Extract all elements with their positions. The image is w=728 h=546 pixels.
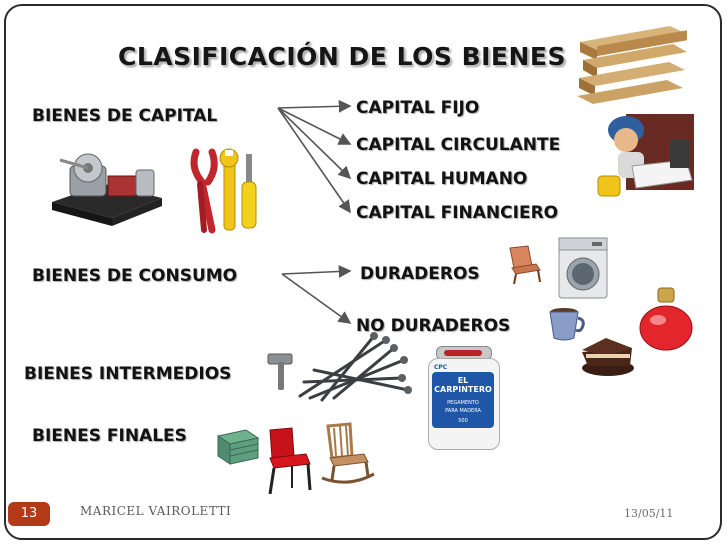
slide-frame bbox=[4, 4, 722, 540]
subtype-capital-financiero: CAPITAL FINANCIERO bbox=[356, 203, 559, 223]
arrow-capital-fijo bbox=[277, 99, 352, 113]
glue-weight: 500 bbox=[458, 418, 468, 424]
arrow-duraderos bbox=[281, 265, 352, 278]
perfume-icon bbox=[639, 287, 693, 351]
chair-icon bbox=[509, 245, 541, 285]
category-bienes-intermedios: BIENES INTERMEDIOS bbox=[24, 364, 232, 384]
category-bienes-finales: BIENES FINALES bbox=[32, 426, 187, 446]
hammer-icon bbox=[267, 353, 293, 390]
subtype-capital-fijo: CAPITAL FIJO bbox=[356, 98, 480, 118]
glue-bottle-icon: CPC EL CARPINTERO PEGAMENTO PARA MADERA … bbox=[426, 346, 500, 450]
category-bienes-de-consumo: BIENES DE CONSUMO bbox=[32, 266, 238, 286]
cake-icon bbox=[582, 338, 634, 376]
slide-number-badge: 13 bbox=[8, 502, 50, 526]
washer-icon bbox=[558, 237, 608, 299]
nails-icon bbox=[298, 332, 412, 402]
subtype-capital-humano: CAPITAL HUMANO bbox=[356, 169, 528, 189]
category-bienes-de-capital: BIENES DE CAPITAL bbox=[32, 106, 218, 126]
glue-line1: PEGAMENTO bbox=[447, 400, 479, 406]
subtype-duraderos: DURADEROS bbox=[360, 264, 480, 284]
coffee-cup-icon bbox=[549, 308, 585, 341]
slide-title: CLASIFICACIÓN DE LOS BIENES bbox=[118, 42, 567, 71]
arrow-capital-circulante bbox=[277, 107, 352, 145]
tools-icon bbox=[190, 148, 257, 234]
rocking-chair-icon bbox=[321, 422, 375, 484]
glue-brand: EL CARPINTERO bbox=[434, 376, 492, 394]
crate-icon bbox=[216, 429, 260, 465]
arrow-no-duraderos bbox=[281, 273, 352, 324]
subtype-capital-circulante: CAPITAL CIRCULANTE bbox=[356, 135, 561, 155]
worker-icon bbox=[597, 114, 694, 197]
red-chair-icon bbox=[268, 427, 312, 495]
footer-author: MARICEL VAIROLETTI bbox=[80, 504, 232, 518]
subtype-no-duraderos: NO DURADEROS bbox=[356, 316, 511, 336]
glue-badge: CPC bbox=[434, 364, 448, 371]
footer-date: 13/05/11 bbox=[624, 507, 674, 520]
glue-line2: PARA MADERA bbox=[445, 408, 481, 414]
machine-icon bbox=[52, 153, 162, 226]
arrow-capital-financiero bbox=[277, 107, 351, 214]
lumber-icon bbox=[577, 26, 687, 104]
arrow-capital-humano bbox=[277, 107, 352, 180]
